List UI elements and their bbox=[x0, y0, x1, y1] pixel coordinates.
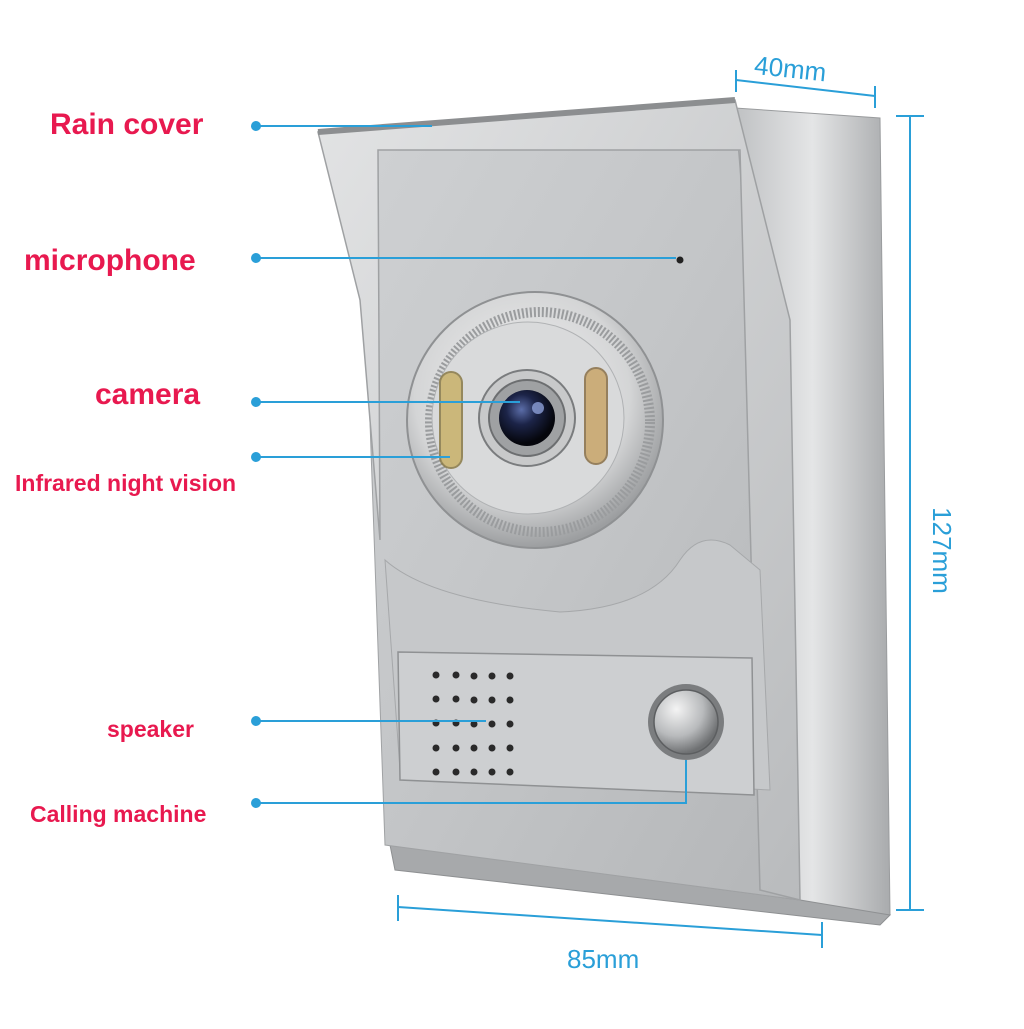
leader-calling bbox=[256, 760, 687, 804]
dim-width-line bbox=[397, 906, 823, 936]
dimension-lines bbox=[397, 70, 924, 948]
label-camera: camera bbox=[95, 378, 201, 411]
label-microphone: microphone bbox=[24, 244, 196, 277]
label-rain-cover: Rain cover bbox=[50, 108, 204, 141]
rain-hood bbox=[317, 99, 801, 901]
speaker-panel bbox=[397, 651, 755, 796]
ir-led-right bbox=[584, 367, 608, 465]
microphone-hole bbox=[676, 256, 684, 264]
label-infrared: Infrared night vision bbox=[15, 470, 237, 496]
label-calling: Calling machine bbox=[30, 801, 207, 827]
dim-width: 85mm bbox=[567, 944, 640, 974]
camera-lens bbox=[499, 390, 555, 446]
dim-height: 127mm bbox=[926, 507, 957, 594]
camera-ring-knurl bbox=[425, 307, 655, 537]
leader-lines bbox=[256, 125, 687, 804]
lens-glint bbox=[532, 402, 544, 414]
label-speaker: speaker bbox=[107, 716, 194, 742]
leader-dots bbox=[251, 121, 261, 808]
ir-led-left bbox=[439, 371, 463, 469]
call-button bbox=[653, 689, 719, 755]
speaker-grille bbox=[432, 671, 514, 776]
dim-depth-line bbox=[735, 79, 876, 97]
